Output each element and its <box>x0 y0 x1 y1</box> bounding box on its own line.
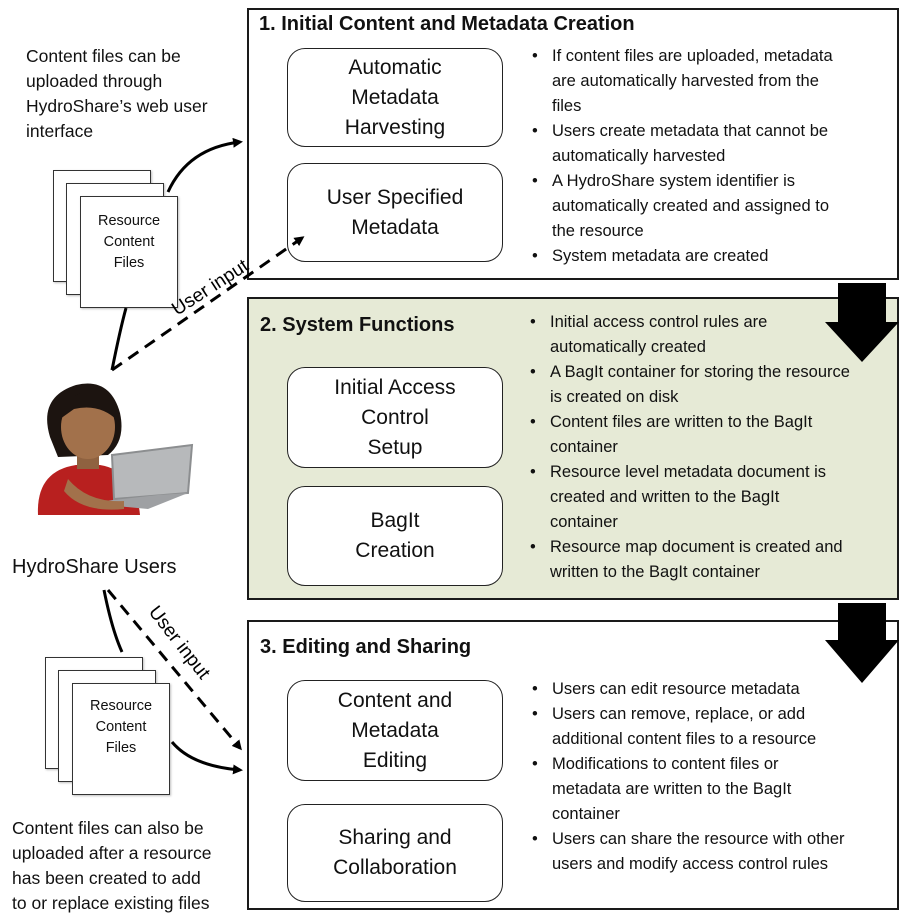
bullet-item: A HydroShare system identifier isautomat… <box>530 169 895 244</box>
doc-label-line: Resource <box>89 698 153 714</box>
box-line: BagIt <box>370 509 420 532</box>
box-line: Setup <box>367 435 423 459</box>
bullet-item: A BagIt container for storing the resour… <box>528 360 898 410</box>
bullet-item: Resource level metadata document iscreat… <box>528 460 898 535</box>
doc-label-line: Resource <box>97 213 161 229</box>
box-line: Harvesting <box>344 115 446 139</box>
box-content-metadata-editing: Content and Metadata Editing <box>287 680 503 781</box>
box-line: User Specified <box>326 185 464 209</box>
bullet-item: Users can edit resource metadata <box>530 677 895 702</box>
arrow-files-to-panel1 <box>166 137 243 193</box>
arrow-user-input-bottom <box>106 589 242 751</box>
box-line: Initial Access <box>334 375 456 399</box>
panel2-title: 2. System Functions <box>260 314 455 336</box>
bullet-item: Users create metadata that cannot beauto… <box>530 119 895 169</box>
bullet-item: Initial access control rules areautomati… <box>528 310 898 360</box>
bullet-item: Users can remove, replace, or addadditio… <box>530 702 895 752</box>
panel3-bullet-list: Users can edit resource metadata Users c… <box>530 677 895 877</box>
panel3-title: 3. Editing and Sharing <box>260 636 472 658</box>
doc-label-line: Content <box>95 719 147 735</box>
box-line: Metadata <box>351 718 439 742</box>
bullet-item: Resource map document is created andwrit… <box>528 535 898 585</box>
box-line: Creation <box>355 539 435 562</box>
bullet-item: Users can share the resource with otheru… <box>530 827 895 877</box>
box-line: Content and <box>337 688 453 712</box>
doc-label-line: Files <box>113 255 145 271</box>
panel-initial-content <box>247 8 899 280</box>
hydroshare-user-icon <box>28 375 198 515</box>
bullet-item: If content files are uploaded, metadataa… <box>530 44 895 119</box>
resource-content-files-icon: Resource Content Files <box>80 196 178 308</box>
panel1-title: 1. Initial Content and Metadata Creation <box>259 13 635 35</box>
hydroshare-users-label: HydroShare Users <box>12 556 177 578</box>
box-line: Control <box>361 405 429 429</box>
flow-arrow-2-to-3 <box>825 603 899 683</box>
box-line: Metadata <box>351 85 439 109</box>
box-user-specified-metadata: User Specified Metadata <box>287 163 503 262</box>
box-line: Metadata <box>351 215 439 239</box>
panel-editing-sharing <box>247 620 899 910</box>
flow-arrow-1-to-2 <box>825 283 899 362</box>
box-line: Automatic <box>348 55 442 79</box>
box-sharing-collaboration: Sharing and Collaboration <box>287 804 503 902</box>
panel2-bullet-list: Initial access control rules areautomati… <box>528 310 898 585</box>
arrow-user-to-files-top <box>110 307 128 371</box>
box-line: Editing <box>362 748 428 772</box>
box-initial-access-control-setup: Initial Access Control Setup <box>287 367 503 468</box>
bullet-item: System metadata are created <box>530 244 895 269</box>
doc-label-line: Files <box>105 740 137 756</box>
arrow-files-to-panel3 <box>170 741 243 775</box>
resource-content-files-icon: Resource Content Files <box>72 683 170 795</box>
box-bagit-creation: BagIt Creation <box>287 486 503 586</box>
panel1-bullet-list: If content files are uploaded, metadataa… <box>530 44 895 269</box>
bullet-item: Content files are written to the BagItco… <box>528 410 898 460</box>
box-automatic-metadata-harvesting: Automatic Metadata Harvesting <box>287 48 503 147</box>
arrow-user-to-files-bottom <box>102 589 124 653</box>
bullet-item: Modifications to content files ormetadat… <box>530 752 895 827</box>
box-line: Sharing and <box>338 826 452 849</box>
user-input-label-bottom: User input <box>144 602 214 684</box>
box-line: Collaboration <box>333 856 457 879</box>
user-input-label-top: User input <box>168 255 253 320</box>
arrow-user-input-top <box>111 236 305 372</box>
doc-label-line: Content <box>103 234 155 250</box>
